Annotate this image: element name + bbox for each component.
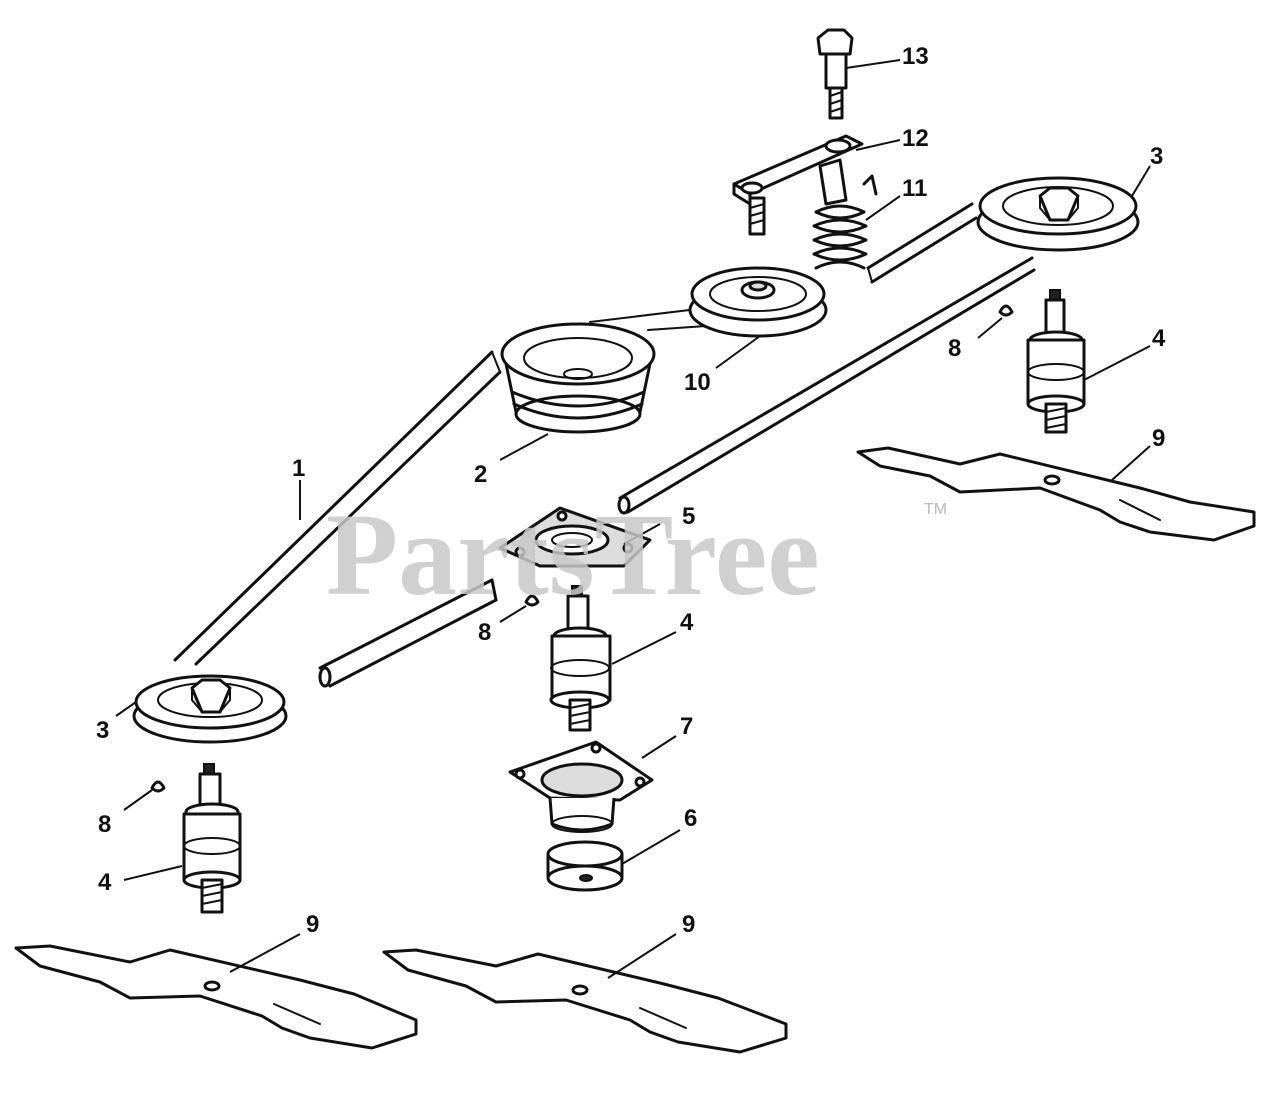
callout-blade-center: 9 [682, 911, 695, 938]
callout-bearing-cup: 6 [684, 805, 697, 832]
callout-spring: 11 [902, 175, 927, 202]
callout-bearing-plate-top: 5 [682, 503, 695, 530]
callout-idler-pulley: 10 [684, 369, 711, 396]
watermark: PartsTree TM [326, 489, 947, 620]
spindle-right [1026, 289, 1086, 434]
callout-key-center: 8 [478, 619, 491, 646]
idler-arm [732, 134, 864, 236]
spindle-center [549, 585, 612, 732]
callout-spindle-pulley-left: 3 [96, 717, 109, 744]
callout-key-right: 8 [948, 335, 961, 362]
spindle-pulley-right [976, 176, 1140, 252]
key-center [524, 594, 540, 607]
bearing-plate-bottom [508, 740, 654, 833]
callout-blade-right: 9 [1152, 425, 1165, 452]
callout-idler-arm: 12 [902, 125, 929, 152]
watermark-text: PartsTree [326, 489, 820, 620]
bearing-plate-top [498, 506, 652, 568]
blade-left [14, 944, 418, 1050]
belt [173, 202, 1036, 688]
blade-right [856, 446, 1256, 542]
spindle-left [182, 763, 242, 914]
callout-spindle-center: 4 [680, 609, 694, 636]
leader-lines [115, 59, 1151, 979]
blade-center [382, 948, 788, 1054]
spindle-pulley-left [132, 674, 288, 744]
bearing-cup [546, 840, 624, 892]
callout-bearing-plate-bottom: 7 [680, 713, 693, 740]
callout-spindle-left: 4 [98, 869, 112, 896]
callout-center-pulley: 2 [474, 461, 487, 488]
callout-spindle-right: 4 [1152, 325, 1166, 352]
callout-key-left: 8 [98, 811, 111, 838]
idler-pulley [688, 266, 828, 338]
callout-labels: 13 12 11 3 4 8 10 9 2 1 5 8 4 3 7 8 6 4 … [96, 43, 1166, 938]
callout-shoulder-bolt: 13 [902, 43, 929, 70]
center-pulley [500, 322, 656, 434]
key-left [150, 780, 166, 793]
tension-spring [812, 174, 878, 270]
watermark-trademark: TM [924, 501, 947, 518]
shoulder-bolt [816, 28, 854, 120]
callout-blade-left: 9 [306, 911, 319, 938]
key-right [998, 304, 1014, 317]
callout-belt: 1 [292, 455, 305, 482]
callout-spindle-pulley-right: 3 [1150, 143, 1163, 170]
